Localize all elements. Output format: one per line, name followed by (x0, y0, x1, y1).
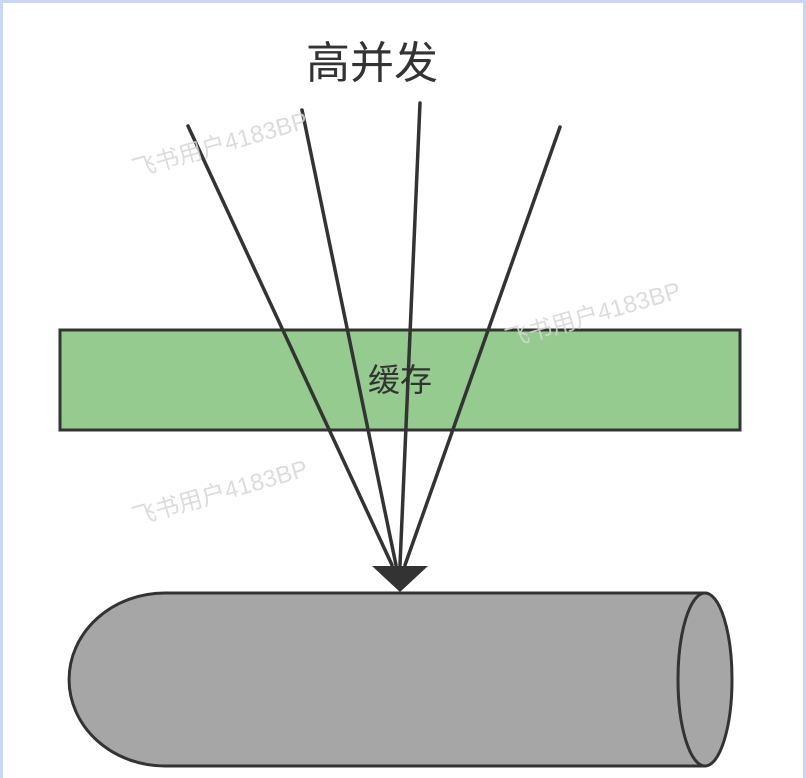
request-line-2 (300, 108, 398, 567)
request-lines (186, 101, 562, 567)
request-line-1 (186, 124, 394, 567)
database-cylinder (67, 591, 734, 768)
cache-box (58, 328, 742, 432)
database-body (67, 591, 707, 768)
request-line-3 (398, 101, 422, 567)
database-end-cap (676, 591, 734, 768)
diagram-title: 高并发 (306, 38, 438, 89)
arrowhead (372, 566, 428, 592)
request-line-4 (403, 125, 562, 567)
